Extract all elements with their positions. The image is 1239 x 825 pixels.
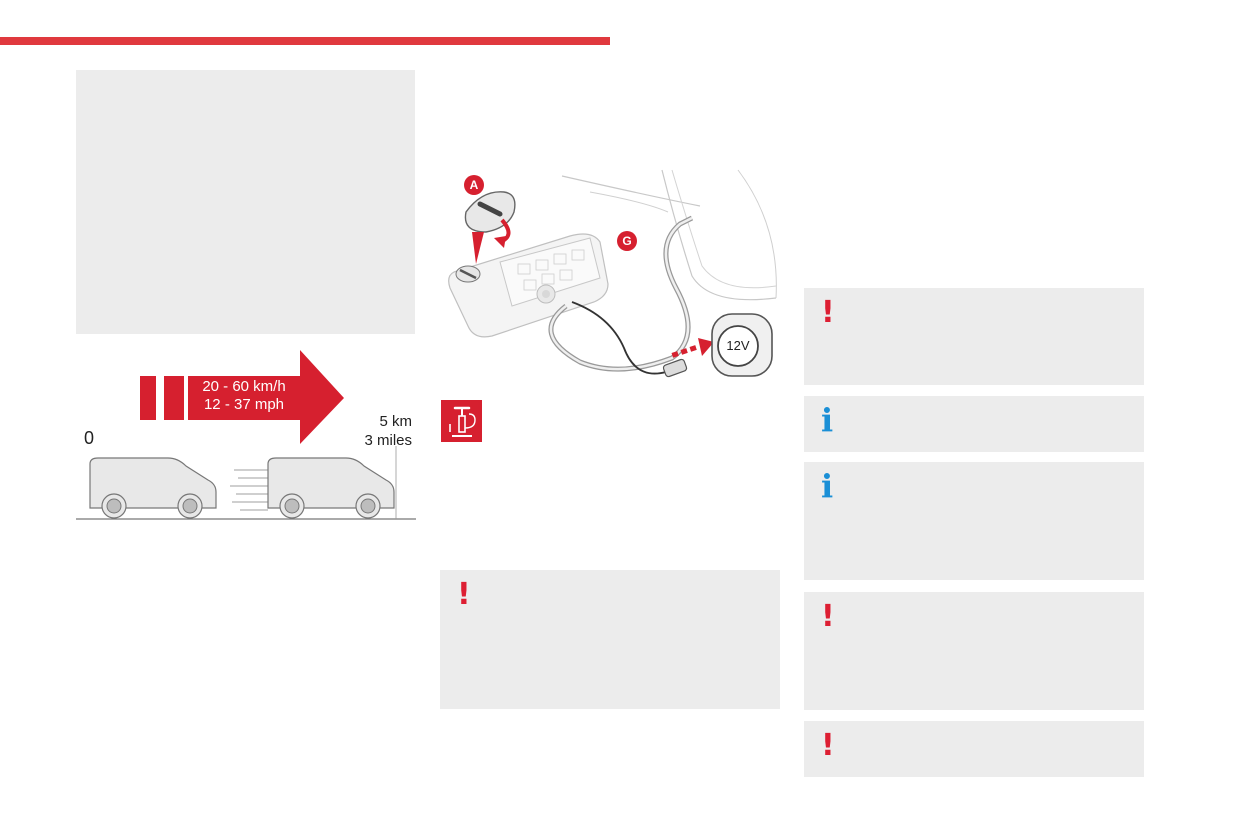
compressor-illustration: A G 12V <box>440 166 780 398</box>
warning-note: ! <box>440 570 780 709</box>
compressor-dial-icon <box>455 265 481 283</box>
info-note: i <box>804 462 1144 580</box>
speed-kmh: 20 - 60 km/h <box>202 378 286 395</box>
warning-icon: ! <box>821 295 835 330</box>
car-icon <box>89 457 217 519</box>
warning-note: ! <box>804 288 1144 385</box>
callout-a: A <box>469 178 479 192</box>
compressor-illustration-svg <box>448 169 777 378</box>
warning-icon: ! <box>821 599 835 634</box>
speed-mph: 12 - 37 mph <box>203 396 285 413</box>
info-icon: i <box>821 467 834 505</box>
car-icon <box>267 457 395 519</box>
tyre-pump-icon <box>441 400 482 442</box>
info-icon: i <box>821 401 834 439</box>
speed-arrow-svg <box>76 350 416 520</box>
motion-lines-icon <box>230 469 268 511</box>
warning-note: ! <box>804 592 1144 710</box>
warning-icon: ! <box>821 728 835 763</box>
distance-km: 5 km <box>379 413 412 430</box>
warning-icon: ! <box>457 577 471 612</box>
distance-miles: 3 miles <box>364 432 412 449</box>
speed-range-label: 20 - 60 km/h 12 - 37 mph <box>188 378 300 414</box>
speed-distance-graphic: 20 - 60 km/h 12 - 37 mph 0 5 km 3 miles <box>76 348 416 523</box>
power-socket-icon <box>711 313 773 377</box>
distance-label: 5 km 3 miles <box>338 412 412 450</box>
socket-label: 12V <box>726 338 750 353</box>
image-placeholder <box>76 70 415 334</box>
warning-note: ! <box>804 721 1144 777</box>
info-note: i <box>804 396 1144 452</box>
callout-g: G <box>622 234 632 248</box>
start-label: 0 <box>84 428 95 448</box>
header-accent-bar <box>0 37 610 45</box>
